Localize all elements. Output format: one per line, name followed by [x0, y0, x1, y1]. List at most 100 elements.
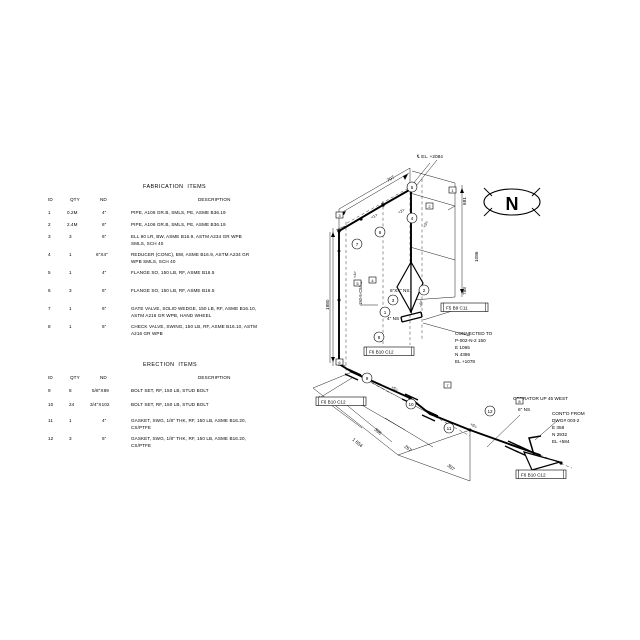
table-row: 3 [69, 288, 72, 293]
table-row: FLANGE SO, 150 LB, RF, ASME B16.5 [131, 270, 215, 275]
table-row: 0.2M [67, 210, 78, 215]
svg-text:2: 2 [423, 288, 426, 293]
dim-1086: 1086 [474, 251, 479, 262]
table-row: 6"X4" [96, 252, 108, 257]
contd-from-line-2: DWG# 003-2 [552, 418, 580, 423]
svg-text:9: 9 [366, 376, 369, 381]
pipe-main-run [338, 188, 541, 456]
line-tag-f6b10c12-b: F6 B10 C12 [315, 396, 367, 406]
arrow-tag-5: <5> [391, 385, 400, 393]
balloon-7: 7 [351, 238, 363, 250]
svg-text:F6 B10 C12: F6 B10 C12 [369, 350, 394, 355]
flag-tags: 1 2 3 4 5 6 7 8 [335, 186, 524, 405]
svg-text:8: 8 [378, 335, 381, 340]
ere-col-qty: QTY [70, 375, 80, 380]
table-row: FLANGE SO, 150 LB, RF, ASME B16.5 [131, 288, 215, 293]
item-balloons: 1 2 3 4 5 6 7 8 9 10 11 12 [351, 181, 496, 434]
connected-to-line-5: EL +1078 [455, 359, 475, 364]
size-6x4-label: 6"X4" NS [390, 288, 409, 293]
svg-text:F6 B10 C12: F6 B10 C12 [321, 400, 346, 405]
table-row: 3 [48, 234, 51, 239]
table-row: 1 [69, 252, 72, 257]
table-row: SMLS, SCH 40 [131, 240, 164, 246]
svg-text:2: 2 [428, 204, 431, 209]
dim-681: 681 [462, 197, 467, 205]
table-row: 2 [48, 222, 51, 227]
table-row: 1 [69, 418, 72, 423]
flag-tag-4: 4 [368, 276, 377, 284]
arrow-tag-2: <2> [397, 207, 406, 215]
dim-788: 788 [462, 287, 467, 295]
table-row: 4" [102, 210, 107, 215]
svg-text:3: 3 [338, 213, 341, 218]
balloon-9: 9 [361, 372, 373, 384]
arrow-tag-1: <1> [370, 212, 379, 220]
svg-text:4: 4 [371, 278, 374, 283]
table-row: ELL 90 LR, BW, ASME B16.9, ASTM A234 GR … [131, 234, 242, 239]
table-row: PIPE, A106 GR.B, SMLS, PE, ASME B36.19 [131, 222, 226, 227]
svg-text:10: 10 [408, 402, 414, 407]
dim-1980: 1980 [325, 299, 330, 310]
table-row: 6 [48, 288, 51, 293]
table-row: GATE VALVE, SOLID WEDGE, 150 LB, RF, ASM… [131, 306, 257, 311]
table-row: 12 [48, 436, 54, 441]
fab-col-nd: ND [100, 197, 107, 202]
arrow-tag-3: <3> [422, 219, 430, 228]
connected-to-line-1: CONNECTED TO [455, 331, 493, 336]
table-row: 10 [48, 402, 54, 407]
table-row: 6" [102, 288, 107, 293]
size-4-label: 4" NS [387, 316, 399, 321]
dim-707: 707 [386, 174, 396, 182]
svg-text:7: 7 [356, 242, 359, 247]
table-row: BOLT SET, RF, 150 LB, STUD BOLT [131, 388, 209, 393]
erection-title: ERECTION ITEMS [143, 362, 198, 368]
arrow-tag-6: <6> [470, 422, 479, 430]
fab-col-id: ID [48, 197, 53, 202]
svg-text:12: 12 [487, 409, 493, 414]
fabrication-items-table: FABRICATION ITEMS ID QTY ND DESCRIPTION … [48, 184, 328, 344]
operator-note: OPERATOR UP 45 WEST [513, 396, 568, 401]
balloon-6: 6 [374, 226, 386, 238]
connected-to-line-4: N 4386 [455, 352, 471, 357]
size-6-label: 6" NS [518, 407, 530, 412]
connected-to-line-3: E 1065 [455, 345, 470, 350]
table-row: 9 [48, 388, 51, 393]
erection-items-table: ERECTION ITEMS ID QTY ND DESCRIPTION 9 8… [48, 362, 328, 467]
table-row: CS/PTFE [131, 442, 152, 448]
flag-tag-5: 5 [353, 279, 362, 287]
balloon-4: 4 [406, 212, 418, 224]
arrow-tags: <1> <2> <3> <4> <5> <6> <6> [352, 207, 479, 430]
north-letter: N [506, 194, 519, 214]
table-row: GASKET, SWG, 1/8" THK, RF, 150 LB, ASME … [131, 418, 247, 423]
table-row: 6" [102, 234, 107, 239]
table-row: 24 [69, 402, 75, 407]
balloon-2: 2 [418, 284, 430, 296]
check-valve-symbol [522, 451, 563, 471]
north-arrow: N [483, 187, 541, 217]
table-row: PIPE, A106 GR.B, SMLS, PE, ASME B36.19 [131, 210, 226, 215]
svg-text:5: 5 [356, 281, 359, 286]
table-row: 6" [102, 306, 107, 311]
table-row: BOLT SET, RF, 150 LB, STUD BOLT [131, 402, 209, 407]
line-tag-f5b9c11: F5 B9 C11 [440, 302, 489, 312]
svg-text:7: 7 [446, 383, 449, 388]
balloon-8: 8 [373, 331, 385, 343]
table-row: CHECK VALVE, SWING, 150 LB, RF, ASME B16… [131, 324, 257, 329]
arrow-tag-4: <4> [352, 270, 357, 278]
svg-text:1: 1 [451, 188, 454, 193]
table-row: A216 GR WPB [131, 330, 163, 336]
table-row: 1 [69, 270, 72, 275]
flag-tag-7: 7 [443, 381, 452, 389]
table-row: 3 [69, 436, 72, 441]
line-number-tags: F5 B9 C11 F6 B10 C12 F6 B10 C12 F6 B10 C… [315, 302, 567, 479]
valve-operator-stem [528, 435, 542, 456]
svg-text:F5 B9 C11: F5 B9 C11 [446, 306, 468, 311]
line-tag-f6b10c12-c: F6 B10 C12 [515, 469, 567, 479]
flag-tag-6: 6 [335, 358, 344, 366]
svg-text:6: 6 [379, 230, 382, 235]
balloon-3: 3 [387, 294, 399, 306]
pipe-spec-label: 150-5-C5/A5 [358, 281, 363, 305]
gate-valve-symbol [396, 259, 424, 315]
ere-col-nd: ND [100, 375, 107, 380]
